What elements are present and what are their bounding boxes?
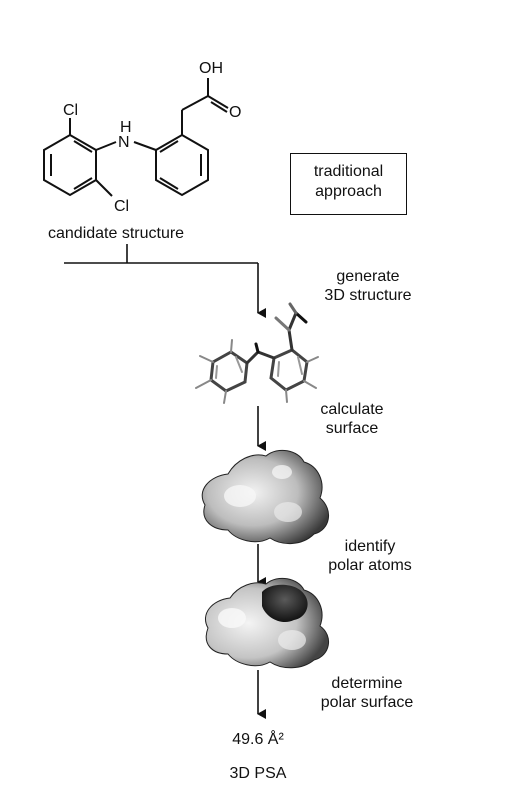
chemical-structure — [43, 78, 229, 197]
3d-stick-model — [195, 302, 319, 404]
psa-value: 49.6 Å² — [232, 731, 284, 748]
cl-bottom-bond — [95, 179, 113, 197]
approach-box-line1: traditional — [313, 163, 384, 180]
flow-connectors — [64, 244, 266, 719]
candidate-structure-caption: candidate structure — [48, 225, 185, 242]
step-4-line2: polar surface — [320, 694, 414, 711]
atom-h-label: H — [120, 119, 132, 136]
step-2-line2: surface — [325, 420, 379, 437]
right-benzene-ring — [155, 133, 209, 197]
molecular-surface — [201, 449, 329, 544]
step-1-line1: generate — [336, 268, 400, 285]
carboxyl-bond — [181, 95, 209, 111]
step-3-line1: identify — [344, 538, 396, 555]
traditional-approach-box: traditional approach — [290, 153, 407, 215]
polar-surface — [205, 577, 329, 669]
step-2-line1: calculate — [320, 401, 384, 418]
psa-label: 3D PSA — [229, 765, 287, 782]
atom-oh-label: OH — [199, 60, 223, 77]
atom-o-label: O — [229, 104, 242, 121]
step-generate-3d-structure: generate 3D structure — [308, 267, 428, 305]
n-right-bond — [133, 141, 157, 151]
atom-n-label: N — [118, 134, 130, 151]
n-left-bond — [95, 141, 117, 151]
atom-cl-bottom-label: Cl — [114, 198, 130, 215]
step-3-line2: polar atoms — [328, 557, 412, 574]
approach-box-line2: approach — [315, 183, 382, 200]
c-o-double-bond-1 — [207, 95, 229, 109]
c-o-double-bond-2 — [210, 101, 228, 113]
step-calculate-surface: calculate surface — [312, 400, 392, 438]
atom-cl-top-label: Cl — [63, 102, 79, 119]
step-determine-polar-surface: determine polar surface — [308, 674, 426, 712]
step-1-line2: 3D structure — [324, 287, 412, 304]
step-identify-polar-atoms: identify polar atoms — [320, 537, 420, 575]
step-4-line1: determine — [331, 675, 403, 692]
